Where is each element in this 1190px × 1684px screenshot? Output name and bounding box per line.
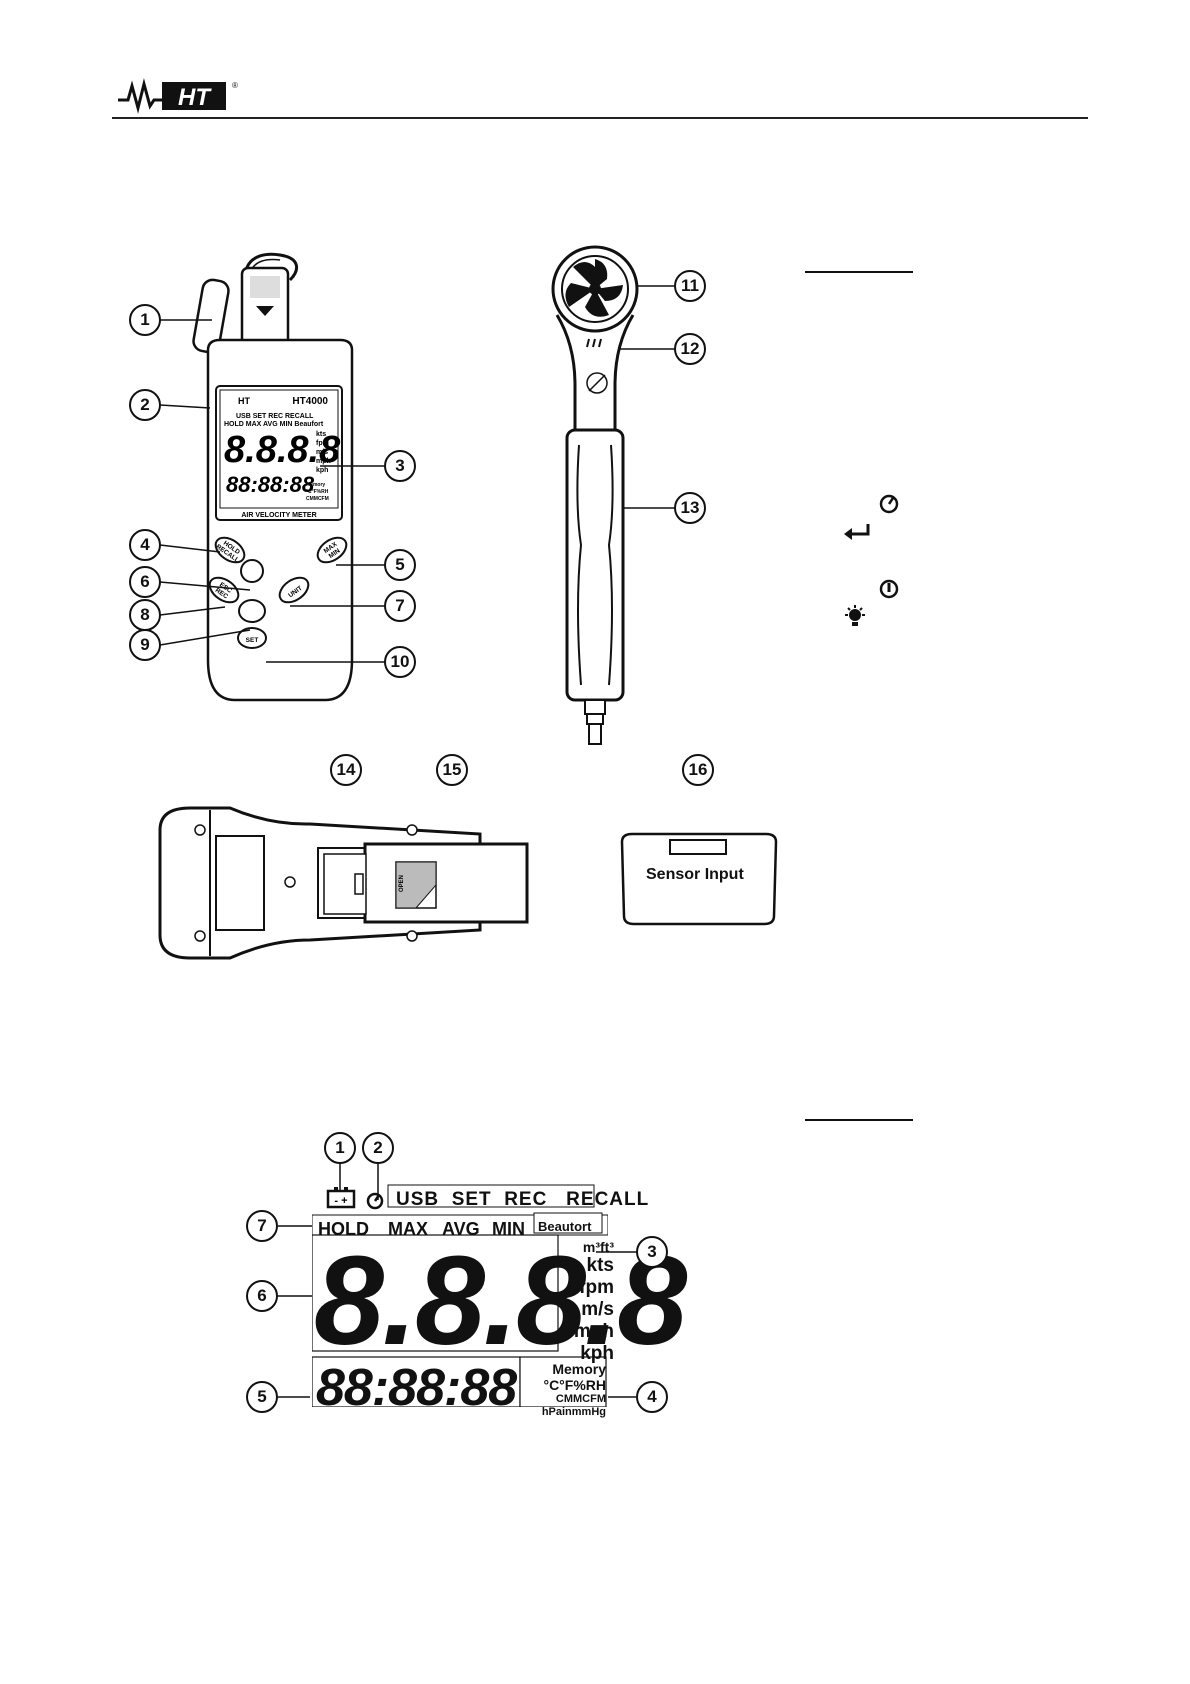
lcd-sub-digits: 88:88:88 <box>316 1359 517 1417</box>
unit-ms: m/s <box>581 1299 614 1320</box>
lcd-hold-label: HOLD <box>318 1219 369 1239</box>
lcd-callout-1: 1 <box>324 1132 356 1164</box>
lcd-max-label: MAX <box>388 1219 428 1239</box>
lcd-beaufort-label: Beautort <box>538 1219 592 1234</box>
svg-text:kts: kts <box>316 431 326 438</box>
callout-4: 4 <box>129 529 161 561</box>
sensor-input-view <box>616 830 782 928</box>
unit-kph: kph <box>580 1343 614 1364</box>
unit-kts: kts <box>586 1255 614 1276</box>
sub-unit-memory: Memory <box>552 1361 606 1377</box>
power-icon <box>878 578 900 605</box>
esc-rec-button <box>208 576 240 604</box>
down-power-button <box>238 599 266 623</box>
lcd-callout-7: 7 <box>246 1210 278 1242</box>
lcd-sub-unit-column: Memory °C°F%RH CMMCFM hPainmmHg <box>522 1362 606 1418</box>
sub-unit-temp-rh: °C°F%RH <box>543 1377 606 1393</box>
svg-text:SET: SET <box>246 637 259 644</box>
meter-back-view: OPEN <box>150 800 550 965</box>
sensor-input-label: Sensor Input <box>646 866 744 883</box>
lcd-callout-5: 5 <box>246 1381 278 1413</box>
callout-11: 11 <box>674 270 706 302</box>
mini-lcd-sub-digits: 88:88:88 <box>226 472 315 497</box>
callout-12: 12 <box>674 333 706 365</box>
svg-text:m/s: m/s <box>316 449 328 456</box>
meter-leaders <box>159 285 675 663</box>
svg-text:fpm: fpm <box>316 440 329 447</box>
lcd-timer-icon <box>366 1192 384 1210</box>
legend-underline-bottom <box>805 1119 913 1121</box>
callout-5: 5 <box>384 549 416 581</box>
legend-underline-top <box>805 271 913 273</box>
callout-1: 1 <box>129 304 161 336</box>
mini-lcd-model: HT4000 <box>292 396 328 407</box>
lcd-callout-2: 2 <box>362 1132 394 1164</box>
logo-registered-mark: ® <box>232 81 238 90</box>
lcd-callout-6: 6 <box>246 1280 278 1312</box>
unit-fpm: fpm <box>579 1277 614 1298</box>
up-timer-button <box>240 559 264 583</box>
mini-lcd-top-row: USB SET REC RECALL <box>236 413 314 420</box>
lcd-callout-3: 3 <box>636 1236 668 1268</box>
callout-9: 9 <box>129 629 161 661</box>
mini-lcd-main-digits: 8.8.8.8 <box>224 429 341 471</box>
lcd-top-row: USB SET REC RECALL <box>396 1189 650 1210</box>
callout-14: 14 <box>330 754 362 786</box>
sub-unit-cmm-cfm: CMMCFM <box>555 1393 606 1405</box>
callout-7: 7 <box>384 590 416 622</box>
callout-8: 8 <box>129 599 161 631</box>
unit-mph: mph <box>573 1321 614 1342</box>
backlight-icon <box>842 604 868 635</box>
callout-13: 13 <box>674 492 706 524</box>
callout-2: 2 <box>129 389 161 421</box>
callout-16: 16 <box>682 754 714 786</box>
ht-logo: HT ® <box>118 78 238 114</box>
unit-m3ft3: m³ft³ <box>582 1239 614 1255</box>
callout-15: 15 <box>436 754 468 786</box>
header-divider <box>112 117 1088 119</box>
svg-text:Memory: Memory <box>306 482 325 488</box>
callout-6: 6 <box>129 566 161 598</box>
hold-recall-button <box>214 536 246 564</box>
lcd-unit-column: m³ft³ kts fpm m/s mph kph <box>572 1240 614 1363</box>
mini-lcd-brand: HT <box>238 396 250 406</box>
lcd-min-label: MIN <box>492 1219 525 1239</box>
lcd-avg-label: AVG <box>442 1219 480 1239</box>
lcd-detail: - + <box>311 1175 609 1408</box>
probe-view <box>535 245 645 750</box>
meter-front-view: HT HT4000 USB SET REC RECALL HOLD MAX AV… <box>190 240 370 710</box>
battery-cover-open-label: OPEN <box>399 875 405 892</box>
callout-3: 3 <box>384 450 416 482</box>
enter-arrow-icon <box>842 522 872 547</box>
max-min-button <box>316 536 348 564</box>
svg-text:kph: kph <box>316 467 328 474</box>
unit-button <box>278 576 310 604</box>
svg-text:- +: - + <box>334 1195 347 1207</box>
logo-text: HT <box>178 84 212 111</box>
svg-text:CMMCFM: CMMCFM <box>306 496 329 502</box>
sub-unit-pressure: hPainmmHg <box>541 1406 606 1418</box>
lcd-main-digits: 8.8.8.8 <box>314 1230 687 1371</box>
lcd-callout-4: 4 <box>636 1381 668 1413</box>
mini-lcd-second-row: HOLD MAX AVG MIN Beaufort <box>224 421 324 428</box>
set-button <box>237 627 267 649</box>
timer-icon <box>878 492 900 519</box>
panel-label: AIR VELOCITY METER <box>241 512 316 519</box>
svg-text:mph: mph <box>316 458 331 465</box>
callout-10: 10 <box>384 646 416 678</box>
svg-text:°C°F%RH: °C°F%RH <box>306 489 329 495</box>
battery-icon <box>326 1189 356 1209</box>
